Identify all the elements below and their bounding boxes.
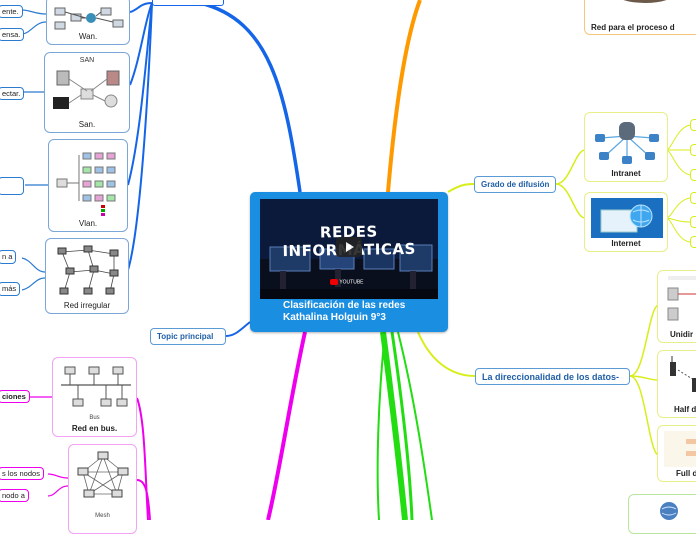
internet-leaf-1[interactable] bbox=[690, 192, 696, 204]
unidireccional-diagram-icon bbox=[667, 276, 696, 321]
red-bus-image-node[interactable]: Bus Red en bus. bbox=[52, 357, 137, 437]
half-duplex-image-node[interactable]: Half d bbox=[657, 350, 696, 418]
red-irregular-image-node[interactable]: Red irregular bbox=[45, 238, 129, 314]
leaf-mas[interactable]: más bbox=[0, 282, 21, 296]
leaf-ensa[interactable]: ensa. bbox=[0, 28, 25, 41]
vlan-image-node[interactable]: Vlan. bbox=[48, 139, 128, 232]
red-proceso-caption: Red para el proceso d bbox=[591, 23, 675, 32]
vlan-caption: Vlan. bbox=[78, 219, 98, 228]
leaf-nodo-a[interactable]: nodo a bbox=[0, 489, 29, 502]
red-proceso-image-node[interactable]: Red para el proceso d bbox=[584, 0, 696, 35]
play-icon[interactable] bbox=[336, 237, 362, 257]
youtube-badge: YOUTUBE bbox=[330, 279, 363, 285]
leaf-empty[interactable] bbox=[0, 177, 24, 195]
youtube-icon bbox=[330, 279, 338, 285]
intranet-leaf-2[interactable] bbox=[690, 144, 696, 156]
intranet-leaf-3[interactable] bbox=[690, 169, 696, 181]
internet-globe-icon bbox=[591, 198, 663, 238]
unidireccional-caption: Unidir bbox=[670, 330, 694, 339]
san-caption: San. bbox=[78, 120, 96, 129]
intranet-image-node[interactable]: Intranet bbox=[584, 112, 668, 182]
leaf-los-nodos[interactable]: s los nodos bbox=[0, 467, 44, 480]
leaf-ciones[interactable]: ciones bbox=[0, 390, 30, 403]
topic-direccionalidad[interactable]: La direccionalidad de los datos- bbox=[475, 368, 630, 385]
wan-caption: Wan. bbox=[78, 32, 98, 41]
topic-grado-difusion[interactable]: Grado de difusión bbox=[474, 176, 556, 193]
full-duplex-caption: Full d bbox=[676, 469, 696, 478]
mesh-topology-icon bbox=[77, 451, 129, 498]
san-diagram-icon bbox=[53, 70, 120, 109]
leaf-ente[interactable]: ente. bbox=[0, 5, 23, 18]
bus-diagram-label: Bus bbox=[89, 415, 100, 421]
central-title: Clasificación de las redes Kathalina Hol… bbox=[283, 300, 405, 324]
vlan-diagram-icon bbox=[56, 152, 116, 216]
leaf-n-a[interactable]: n a bbox=[0, 250, 17, 264]
full-duplex-diagram-icon bbox=[664, 431, 696, 467]
video-thumbnail[interactable]: REDES INFORMÁTICAS YOUTUBE bbox=[260, 199, 438, 299]
video-background bbox=[260, 199, 438, 299]
server-rack-icon bbox=[623, 0, 667, 3]
central-title-line1: Clasificación de las redes bbox=[283, 300, 406, 311]
blue-branch-root-topic[interactable] bbox=[152, 0, 224, 6]
central-topic[interactable]: REDES INFORMÁTICAS YOUTUBE Clasificación… bbox=[250, 192, 448, 332]
mesh-diagram-label: Mesh bbox=[95, 513, 110, 519]
central-title-line2: Kathalina Holguin 9°3 bbox=[283, 312, 386, 323]
full-duplex-image-node[interactable]: Full d bbox=[657, 425, 696, 482]
intranet-diagram-icon bbox=[595, 122, 659, 164]
wan-image-node[interactable]: Wan. bbox=[46, 0, 130, 45]
irregular-network-icon bbox=[57, 245, 119, 295]
intranet-caption: Intranet bbox=[611, 169, 641, 178]
half-duplex-caption: Half d bbox=[674, 405, 696, 414]
san-image-node[interactable]: SAN San. bbox=[44, 52, 130, 133]
internet-leaf-3[interactable] bbox=[690, 236, 696, 248]
intranet-leaf-1[interactable] bbox=[690, 119, 696, 131]
youtube-label: YOUTUBE bbox=[339, 279, 364, 286]
san-title: SAN bbox=[79, 57, 95, 64]
topic-principal[interactable]: Topic principal bbox=[150, 328, 226, 345]
leaf-ectar[interactable]: ectar. bbox=[0, 87, 25, 100]
red-mesh-image-node[interactable]: Mesh bbox=[68, 444, 137, 534]
globe-image-node[interactable] bbox=[628, 494, 696, 534]
internet-image-node[interactable]: Internet bbox=[584, 192, 668, 252]
red-bus-caption: Red en bus. bbox=[71, 424, 118, 433]
bus-topology-icon bbox=[61, 366, 131, 407]
globe-icon bbox=[660, 502, 678, 520]
unidireccional-image-node[interactable]: Unidir bbox=[657, 270, 696, 343]
red-irregular-caption: Red irregular bbox=[63, 301, 111, 310]
internet-caption: Internet bbox=[611, 239, 641, 248]
walkie-talkie-icon bbox=[670, 356, 696, 392]
wan-diagram-icon bbox=[54, 7, 124, 30]
internet-leaf-2[interactable] bbox=[690, 216, 696, 228]
